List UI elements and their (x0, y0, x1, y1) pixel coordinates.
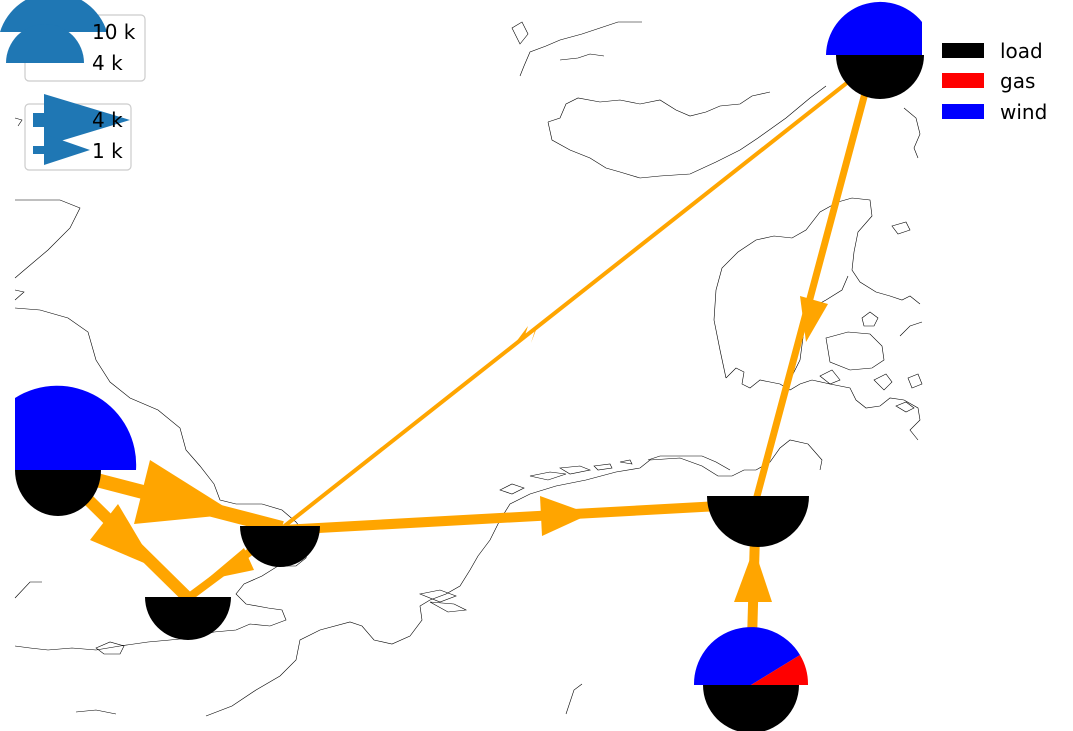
flow-arrow-london-to-south (206, 548, 254, 580)
coastline-continent (205, 197, 921, 717)
node-size-legend-label-1: 10 k (92, 20, 136, 44)
bus-netherlands-south-load (703, 685, 799, 731)
line-width-legend-label-2: 1 k (92, 139, 123, 163)
coastline-frisian-islands (418, 459, 633, 613)
coastline-zealand (819, 221, 923, 413)
bus-netherlands-south (693, 627, 809, 731)
flow-arrow-britain-to-london (134, 460, 236, 524)
node-size-legend-marker-large (0, 0, 107, 32)
bus-britain-west (15, 385, 137, 516)
bus-london-load (240, 526, 320, 568)
flow-arrow-london-to-germany (540, 496, 590, 536)
flow-line-london-to-germany (281, 499, 757, 535)
line-width-legend-arrow-2 (44, 134, 90, 165)
carrier-legend-label-wind: wind (1000, 100, 1047, 124)
flow-line-north-to-london (280, 80, 850, 530)
flow-arrow-north-to-london-head (510, 326, 538, 350)
line-width-legend: 4 k 1 k (24, 94, 132, 171)
bus-netherlands-south-wind (693, 627, 800, 685)
line-width-legend-arrow-1 (44, 94, 130, 146)
bus-britain-west-load (15, 470, 101, 516)
bus-london (240, 526, 320, 568)
node-size-legend: 10 k 4 k (0, 0, 146, 82)
carrier-legend: load gas wind (942, 39, 1047, 124)
coastline-norway (511, 21, 921, 179)
coastlines (14, 21, 923, 717)
flow-arrow-north-to-germany (800, 296, 828, 342)
carrier-legend-swatch-gas (942, 73, 984, 88)
bus-britain-west-wind (15, 385, 137, 470)
line-width-legend-label-1: 4 k (92, 108, 123, 132)
carrier-legend-label-load: load (1000, 39, 1043, 63)
bus-germany-load (707, 496, 809, 547)
bus-north-sea-load (836, 55, 924, 99)
flow-lines (53, 80, 872, 641)
bus-netherlands-south-gas (751, 655, 809, 685)
carrier-legend-swatch-load (942, 43, 984, 58)
bus-south-england-load (145, 597, 231, 640)
flow-line-north-to-germany (752, 81, 872, 501)
node-size-legend-label-2: 4 k (92, 51, 123, 75)
flow-arrow-south-to-germany (734, 548, 772, 602)
node-size-legend-marker-small (6, 24, 84, 63)
bus-north-sea (826, 1, 924, 99)
bus-germany (707, 496, 809, 547)
flow-arrow-britain-to-south (90, 504, 156, 568)
bus-north-sea-wind (826, 1, 922, 56)
carrier-legend-label-gas: gas (1000, 69, 1035, 93)
coastline-fragment (14, 117, 583, 715)
carrier-legend-swatch-wind (942, 104, 984, 119)
bus-south-england (145, 597, 231, 640)
